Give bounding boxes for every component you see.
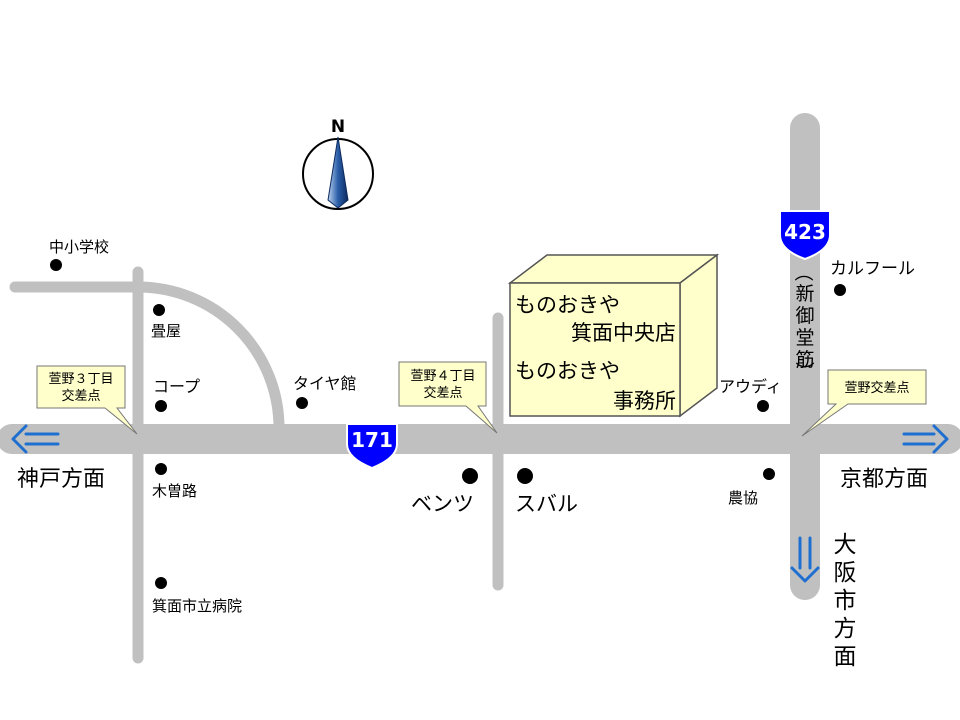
landmark-dot <box>153 304 165 316</box>
direction-kyoto: 京都方面 <box>840 467 928 492</box>
road-name-shin-midosuji: （ 新 御 堂 筋 ） <box>792 262 815 380</box>
landmark-dot <box>462 468 478 484</box>
landmark-school: 中小学校 <box>49 238 109 256</box>
road-name-char: （ <box>792 262 814 281</box>
landmark-tatamiya: 畳屋 <box>151 322 181 340</box>
compass: N <box>302 117 374 210</box>
landmark-tire-kan: タイヤ館 <box>293 374 357 393</box>
landmark-coop: コープ <box>153 377 200 396</box>
callout-kayano-3chome: 萱野３丁目 交差点 <box>36 365 138 435</box>
callout-kayano-4chome: 萱野４丁目 交差点 <box>398 361 498 434</box>
callout-kayano: 萱野交差点 <box>801 369 927 437</box>
landmark-kisoji: 木曽路 <box>152 482 197 500</box>
left-arrow-icon <box>11 424 60 454</box>
direction-osaka-char: 大 <box>834 532 857 558</box>
road-name-char: ） <box>793 361 815 380</box>
direction-osaka-char: 阪 <box>834 560 857 586</box>
right-arrow-icon <box>902 424 949 454</box>
direction-osaka-char: 方 <box>834 616 857 642</box>
callout-kayano-label: 萱野交差点 <box>844 380 909 396</box>
route-423-shield: 423 <box>779 210 831 261</box>
store-name-line1: ものおきや <box>515 293 620 317</box>
landmark-dot <box>757 400 769 412</box>
landmark-dots <box>50 259 846 589</box>
landmark-dot <box>834 284 846 296</box>
direction-kobe: 神戸方面 <box>17 467 105 492</box>
landmark-nokyo: 農協 <box>728 489 758 507</box>
compass-north-label: N <box>331 117 345 137</box>
landmark-hospital: 箕面市立病院 <box>152 597 242 615</box>
direction-osaka-char: 市 <box>834 588 857 614</box>
road-name-char: 堂 <box>795 327 814 349</box>
compass-needle-icon <box>327 136 349 209</box>
store-building <box>507 253 720 418</box>
landmark-dot <box>296 397 308 409</box>
landmark-dot <box>155 577 167 589</box>
office-name-line1: ものおきや <box>515 359 620 383</box>
landmark-subaru: スバル <box>515 492 578 516</box>
landmark-dot <box>517 468 533 484</box>
roads <box>0 113 960 664</box>
landmark-audi: アウディ <box>719 377 782 396</box>
road-name-char: 筋 <box>795 349 814 371</box>
route-171-number: 171 <box>351 428 393 452</box>
landmark-benz: ベンツ <box>411 492 474 516</box>
direction-osaka-char: 面 <box>834 644 857 670</box>
callout-kayano-4chome-line2: 交差点 <box>423 385 462 401</box>
store-name-line2: 箕面中央店 <box>571 321 676 345</box>
direction-osaka: 大 阪 市 方 面 <box>834 532 857 670</box>
route-171-shield: 171 <box>346 423 398 470</box>
office-name-line2: 事務所 <box>613 389 676 413</box>
callout-kayano-3chome-line2: 交差点 <box>61 388 100 404</box>
landmark-dot <box>50 259 62 271</box>
landmark-dot <box>155 463 167 475</box>
route-423-number: 423 <box>784 220 826 244</box>
store-building-side <box>679 253 718 418</box>
store-building-front <box>509 282 681 417</box>
road-name-char: 新 <box>795 283 814 305</box>
landmark-dot <box>155 400 167 412</box>
curved-road <box>132 281 285 434</box>
road-name-char: 御 <box>795 305 814 327</box>
callout-kayano-3chome-line1: 萱野３丁目 <box>48 372 113 387</box>
landmark-dot <box>763 468 775 480</box>
landmark-carrefour: カルフール <box>830 259 915 279</box>
down-arrow-icon <box>790 536 820 583</box>
callout-kayano-4chome-line1: 萱野４丁目 <box>410 369 475 384</box>
